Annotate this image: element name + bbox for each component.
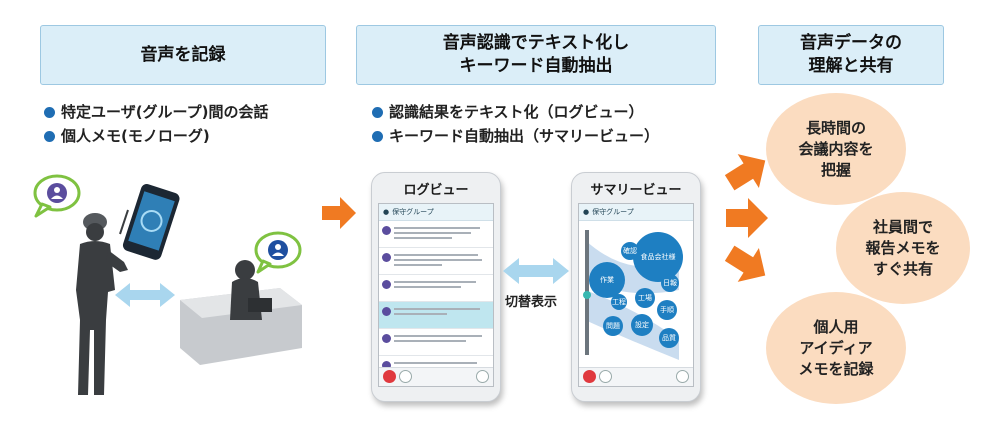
outcome-report-share: 社員間で 報告メモを すぐ共有 [836,192,970,304]
play-button[interactable] [399,370,412,383]
user-icon [382,280,391,289]
log-item[interactable] [379,221,493,248]
record-button[interactable] [583,370,596,383]
log-item[interactable] [379,275,493,302]
header-share-line2: 理解と共有 [808,56,894,76]
keyword-bubble[interactable]: 確認 [621,242,639,260]
log-item[interactable] [379,248,493,275]
record-button[interactable] [383,370,396,383]
header-record-label: 音声を記録 [140,44,226,65]
keyword-bubble[interactable]: 品質 [659,328,679,348]
group-name: 保守グループ [392,208,434,216]
switch-view-arrow-icon [503,258,569,284]
keyword-bubble[interactable]: 工場 [635,288,655,308]
office-desk-scene [180,260,302,365]
keyword-bubble[interactable]: 日報 [661,274,679,292]
outcome-text: 報告メモを [865,238,941,257]
outcome-text: 社員間で [872,217,933,236]
playback-bar [379,367,493,386]
flow-arrow-right-icon [322,197,356,229]
keyword-bubble[interactable]: 問題 [603,316,623,336]
recording-illustration [33,174,302,395]
header-share: 音声データの 理解と共有 [758,25,944,85]
summary-view-phone: サマリービュー ●保守グループ 食品会社様 作業 確認 工場 手順 設定 問題 … [571,172,701,402]
bullet-dot [44,130,55,142]
speech-bubble-user-icon-left [33,174,81,218]
bullet-dot [372,106,383,118]
user-icon [382,361,391,370]
keyword-bubble[interactable]: 作業 [589,262,625,298]
outcome-text: 把握 [820,160,851,179]
edit-button[interactable] [476,370,489,383]
worker-silhouette [76,209,129,395]
keyword-bubble[interactable]: 設定 [631,314,653,336]
header-share-line1: 音声データの [800,33,902,53]
group-name: 保守グループ [592,208,634,216]
summary-view-screen: ●保守グループ 食品会社様 作業 確認 工場 手順 設定 問題 品質 工程 日報 [578,203,694,387]
playback-bar [579,367,693,386]
play-button[interactable] [599,370,612,383]
group-icon: ● [383,208,390,216]
edit-button[interactable] [676,370,689,383]
bullet-text: 特定ユーザ(グループ)間の会話 [61,103,269,121]
flow-arrows-fan-icon [724,154,768,282]
outcome-text: アイディア [799,338,873,357]
bullet-list-text: 認識結果をテキスト化（ログビュー） キーワード自動抽出（サマリービュー） [372,100,659,148]
header-record: 音声を記録 [40,25,326,85]
header-text-line1: 音声認識でテキスト化し [442,33,630,53]
app-bar: ●保守グループ [379,204,493,221]
outcome-text: 会議内容を [798,139,874,158]
bullet-dot [372,130,383,142]
bullet-text: 個人メモ(モノローグ) [61,127,210,145]
outcome-text: 個人用 [813,317,859,336]
bullet-text: 認識結果をテキスト化（ログビュー） [389,103,644,121]
keyword-bubble[interactable]: 手順 [657,300,677,320]
user-icon [382,334,391,343]
log-view-screen: ●保守グループ [378,203,494,387]
keyword-bubble[interactable]: 食品会社様 [633,232,683,282]
log-view-phone: ログビュー ●保守グループ [371,172,501,402]
smartphone-icon [122,184,180,260]
app-bar: ●保守グループ [579,204,693,221]
speech-bubble-user-icon-right [254,231,302,274]
bullet-item: 特定ユーザ(グループ)間の会話 [44,100,269,124]
keyword-bubble[interactable]: 工程 [611,294,627,310]
outcome-meeting: 長時間の 会議内容を 把握 [766,93,906,205]
bullet-text: キーワード自動抽出（サマリービュー） [389,127,660,145]
outcome-text: すぐ共有 [872,259,933,278]
user-icon [382,226,391,235]
bullet-dot [44,106,55,118]
summary-view-title: サマリービュー [590,183,682,198]
outcome-text: メモを記録 [798,359,874,378]
bullet-item: キーワード自動抽出（サマリービュー） [372,124,659,148]
bullet-item: 個人メモ(モノローグ) [44,124,269,148]
bullet-item: 認識結果をテキスト化（ログビュー） [372,100,659,124]
group-icon: ● [583,208,590,216]
log-item-highlighted[interactable] [379,302,493,329]
switch-view-label: 切替表示 [505,295,558,310]
user-icon [382,307,391,316]
header-text-conversion: 音声認識でテキスト化し キーワード自動抽出 [356,25,716,85]
swap-arrow-icon [115,283,175,307]
outcome-personal-memo: 個人用 アイディア メモを記録 [766,292,906,404]
user-icon [382,253,391,262]
bullet-list-record: 特定ユーザ(グループ)間の会話 個人メモ(モノローグ) [44,100,269,148]
header-text-line2: キーワード自動抽出 [459,56,613,76]
log-view-title: ログビュー [403,183,469,198]
outcome-text: 長時間の [805,118,866,137]
log-item[interactable] [379,329,493,356]
